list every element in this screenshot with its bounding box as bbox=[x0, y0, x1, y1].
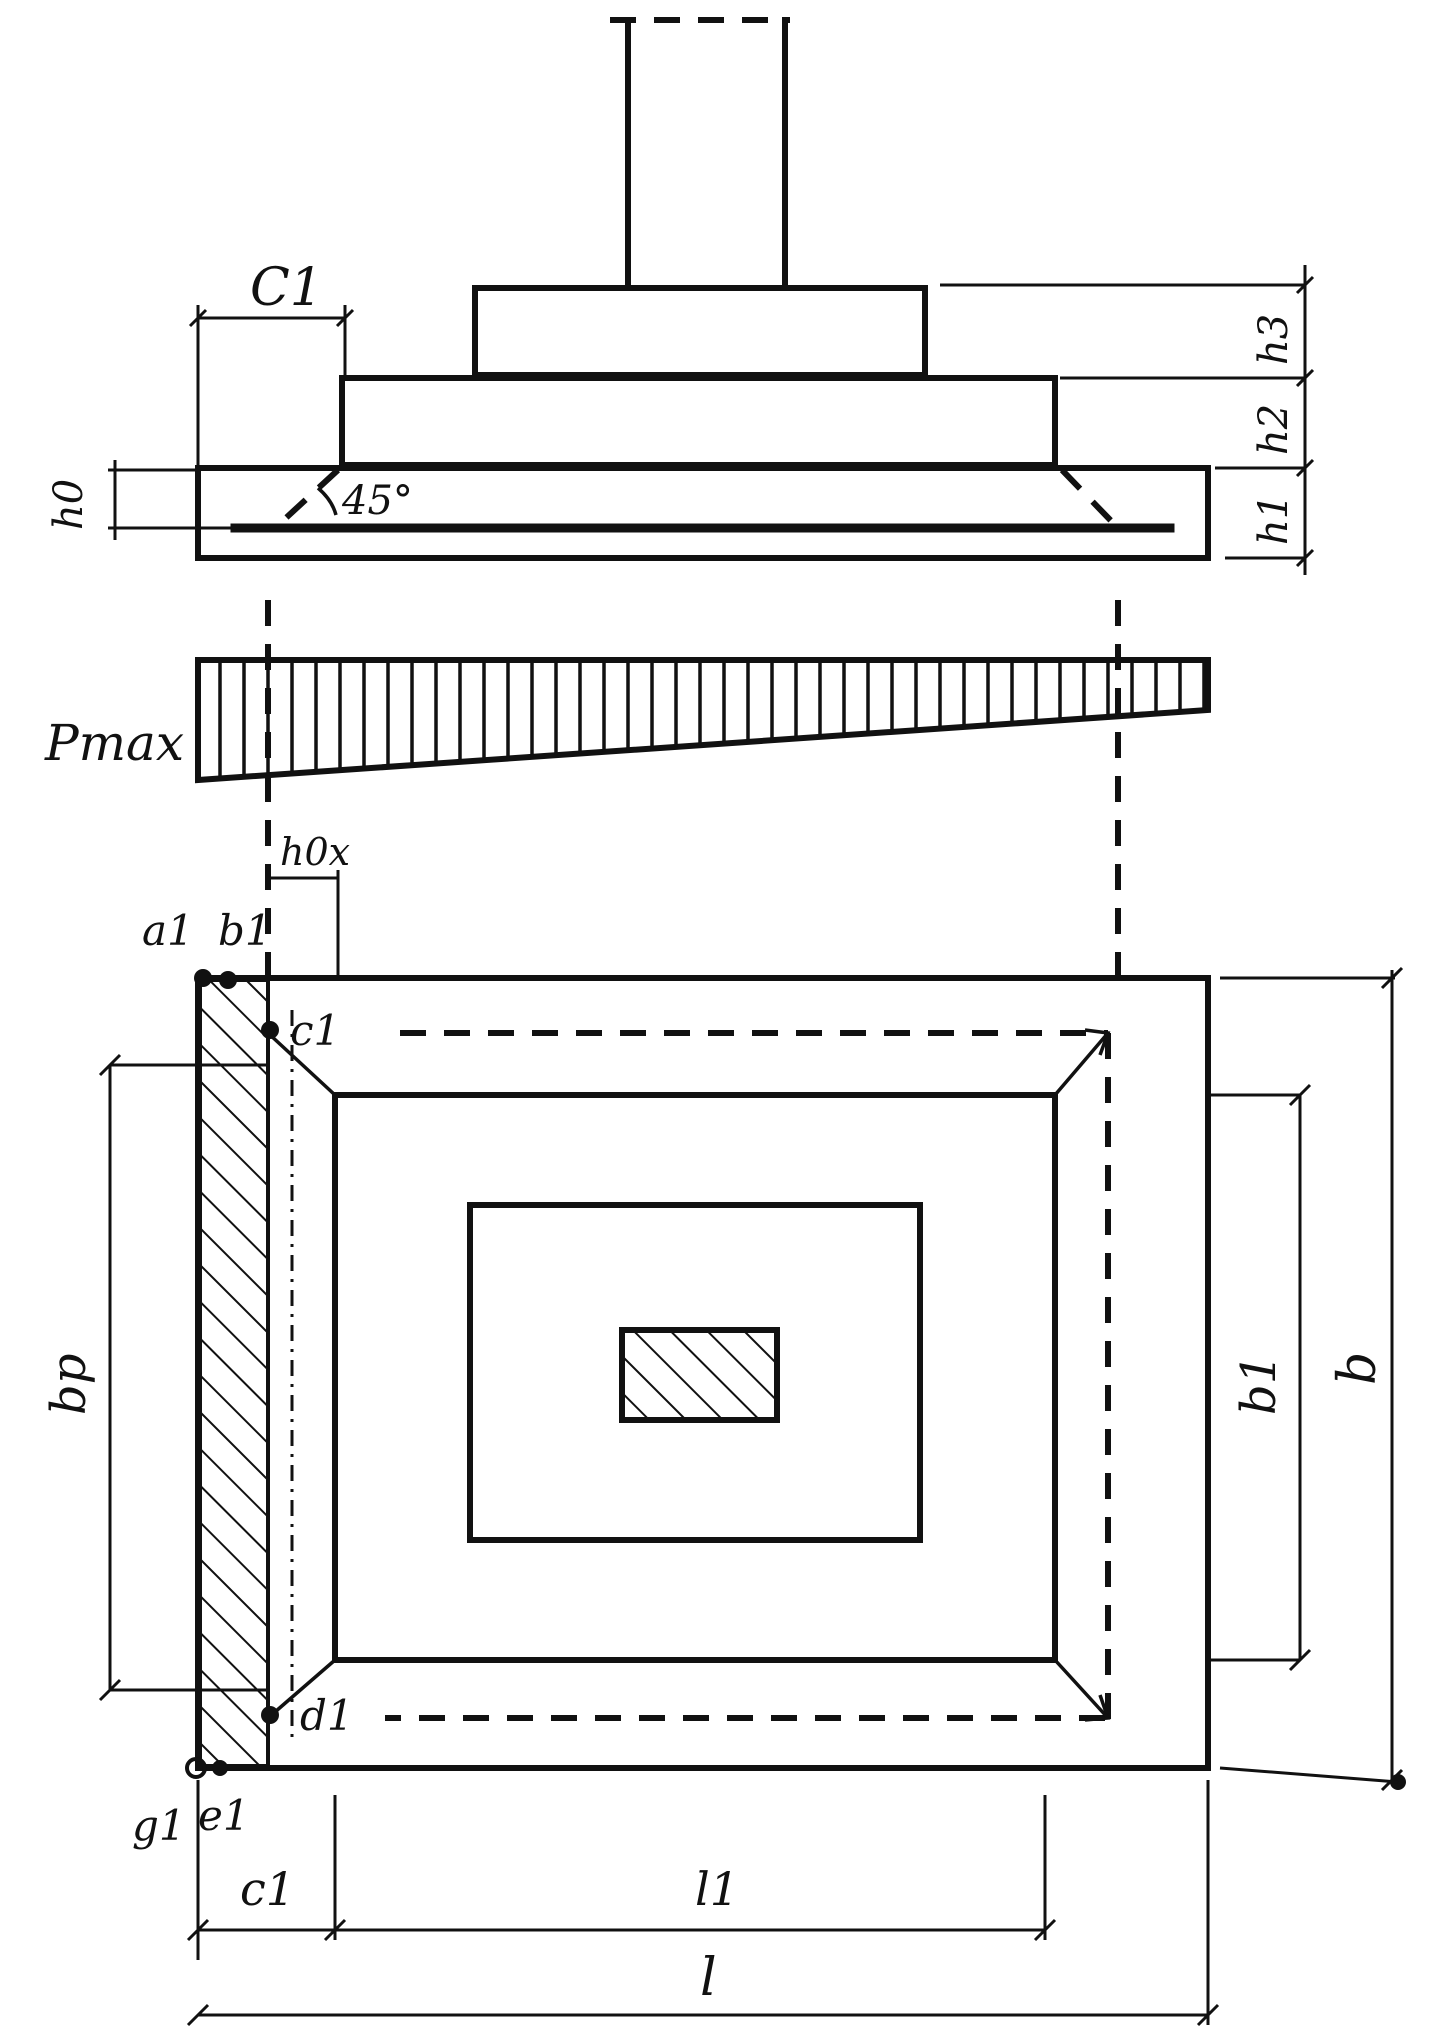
dim-right-levels bbox=[940, 265, 1315, 575]
point-g1 bbox=[185, 1757, 207, 1779]
dim-c1-l1 bbox=[186, 1780, 1057, 1960]
label-l: l bbox=[700, 1948, 717, 2008]
punching-line-right bbox=[1059, 467, 1121, 531]
angle-label: 45° bbox=[341, 478, 413, 524]
label-l1: l1 bbox=[695, 1862, 739, 1916]
hatched-strip bbox=[198, 978, 270, 1768]
arrow-top bbox=[1084, 1028, 1111, 1056]
label-h3: h3 bbox=[1251, 314, 1297, 365]
footing-step-1 bbox=[195, 465, 1211, 561]
dim-bp bbox=[98, 1053, 270, 1702]
dim-h0 bbox=[108, 460, 235, 540]
punching-perimeter bbox=[385, 1030, 1111, 1721]
label-b1-corner: b1 bbox=[218, 906, 272, 955]
label-e1: e1 bbox=[198, 1791, 250, 1840]
label-b1-dim: b1 bbox=[1231, 1354, 1287, 1415]
dim-hox bbox=[268, 870, 340, 975]
point-b1 bbox=[219, 971, 237, 989]
dim-c1-top bbox=[188, 305, 355, 470]
dim-l bbox=[186, 1780, 1220, 2027]
footing-step-2 bbox=[339, 375, 1058, 468]
column bbox=[625, 17, 788, 288]
dim-b1 bbox=[1208, 1083, 1312, 1672]
label-c1-top: C1 bbox=[250, 258, 323, 318]
point-e1 bbox=[212, 1760, 228, 1776]
label-hox: h0x bbox=[280, 830, 350, 874]
label-c1-bottom: c1 bbox=[240, 1862, 295, 1916]
corner-diagonals bbox=[266, 1031, 1110, 1720]
label-b-dim: b bbox=[1328, 1352, 1388, 1385]
pressure-outline bbox=[195, 657, 1211, 784]
plan-step-3 bbox=[467, 1202, 923, 1543]
label-h0: h0 bbox=[46, 479, 92, 530]
column-section bbox=[619, 1327, 780, 1423]
label-g1: g1 bbox=[132, 1801, 186, 1850]
pressure-hatch bbox=[218, 660, 1206, 779]
label-bp: bp bbox=[41, 1354, 97, 1415]
label-pmax: Pmax bbox=[44, 714, 184, 772]
plan-step-2 bbox=[332, 1092, 1058, 1663]
point-c1 bbox=[261, 1021, 279, 1039]
pressure-diagram: Pmax bbox=[44, 657, 1211, 784]
label-a1: a1 bbox=[142, 906, 194, 955]
elevation-view: 45° C1 h0 h3 h2 h1 bbox=[46, 17, 1315, 575]
label-h2: h2 bbox=[1251, 404, 1297, 455]
label-c1-point: c1 bbox=[290, 1006, 340, 1055]
plan-view: h0x a1 b1 c1 d1 g1 e1 bp bbox=[41, 830, 1406, 2027]
point-d1 bbox=[261, 1706, 279, 1724]
point-a1 bbox=[194, 969, 212, 987]
label-d1-point: d1 bbox=[300, 1691, 354, 1740]
angle-arc bbox=[316, 486, 338, 516]
punching-line-left bbox=[272, 467, 341, 531]
dim-b bbox=[1219, 966, 1404, 1792]
label-h1: h1 bbox=[1251, 494, 1297, 545]
footing-step-3 bbox=[472, 285, 928, 378]
